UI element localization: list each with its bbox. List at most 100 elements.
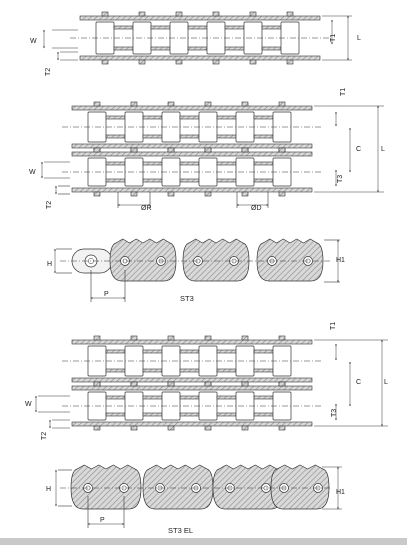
link-plate [142, 395, 163, 400]
link-plate [130, 335, 138, 341]
link-plate [93, 101, 101, 107]
link-plate [278, 425, 286, 431]
link-plate [142, 161, 163, 166]
link-plate [105, 412, 126, 417]
link-plate [278, 147, 286, 153]
link-plate [79, 55, 321, 61]
label-l: L [381, 146, 385, 153]
link-plate [278, 191, 286, 197]
link-plate [142, 134, 163, 139]
st3el-duplex-top-view: T1 C L T3 W T2 [25, 322, 388, 440]
link-plate [241, 101, 249, 107]
label-t3: T3 [331, 409, 338, 417]
duplex-chain-links [41, 101, 384, 208]
label-h1: H1 [336, 257, 345, 264]
label-p: P [104, 291, 109, 298]
toothed-plate [142, 464, 214, 510]
label-p: P [100, 517, 105, 524]
toothed-plate [270, 464, 330, 510]
link-plate [241, 335, 249, 341]
link-plate [286, 59, 294, 65]
link-plate [130, 101, 138, 107]
link-plate [130, 425, 138, 431]
link-plate [150, 25, 171, 30]
bottom-divider-bar [0, 538, 407, 545]
link-plate [261, 46, 282, 51]
link-plate [71, 421, 313, 427]
link-plate [204, 101, 212, 107]
simplex-chain-links [43, 11, 352, 65]
link-plate [204, 147, 212, 153]
link-plate [71, 187, 313, 193]
caption-st3: ST3 [180, 294, 194, 303]
label-h: H [47, 261, 52, 268]
link-plate [71, 143, 313, 149]
label-w: W [25, 401, 32, 408]
link-plate [142, 115, 163, 120]
link-plate [105, 115, 126, 120]
label-t1: T1 [330, 34, 337, 42]
label-l: L [357, 35, 361, 42]
link-plate [179, 368, 200, 373]
link-plate [216, 134, 237, 139]
link-plate [278, 381, 286, 387]
simplex-chain-top-view: W T2 T1 L [30, 11, 361, 76]
link-plate [286, 11, 294, 17]
toothed-plate [182, 238, 250, 282]
link-plate [79, 15, 321, 21]
link-plate [93, 335, 101, 341]
label-t2: T2 [46, 201, 53, 209]
link-plate [138, 11, 146, 17]
link-plate [253, 115, 274, 120]
link-plate [224, 46, 245, 51]
duplex-chain-links-2 [35, 335, 388, 431]
link-plate [179, 161, 200, 166]
link-plate [167, 191, 175, 197]
link-plate [204, 381, 212, 387]
link-plate [93, 147, 101, 153]
toothed-plate [109, 238, 177, 282]
link-plate [261, 25, 282, 30]
link-plate [167, 147, 175, 153]
toothed-plate [256, 238, 324, 282]
label-c: C [356, 146, 361, 153]
label-t2: T2 [45, 68, 52, 76]
link-plate [105, 178, 126, 183]
link-plate [241, 191, 249, 197]
link-plate [253, 134, 274, 139]
link-plate [150, 46, 171, 51]
link-plate [142, 349, 163, 354]
link-plate [187, 46, 208, 51]
label-l: L [384, 379, 388, 386]
link-plate [216, 368, 237, 373]
link-plate [179, 115, 200, 120]
link-plate [93, 381, 101, 387]
label-t2: T2 [41, 432, 48, 440]
label-w: W [29, 169, 36, 176]
link-plate [138, 59, 146, 65]
link-plate [175, 59, 183, 65]
link-plate [101, 59, 109, 65]
link-plate [105, 368, 126, 373]
link-plate [71, 105, 313, 111]
link-plate [249, 59, 257, 65]
link-plate [179, 412, 200, 417]
label-t1: T1 [330, 322, 337, 330]
label-h: H [46, 486, 51, 493]
link-plate [101, 11, 109, 17]
label-t1: T1 [340, 88, 347, 96]
link-plate [253, 349, 274, 354]
link-plate [204, 191, 212, 197]
link-plate [179, 395, 200, 400]
link-plate [105, 349, 126, 354]
link-plate [249, 11, 257, 17]
link-plate [253, 412, 274, 417]
caption-st3-el: ST3 EL [168, 526, 193, 535]
link-plate [253, 178, 274, 183]
link-plate [179, 178, 200, 183]
link-plate [105, 134, 126, 139]
link-plate [216, 349, 237, 354]
link-plate [71, 385, 313, 391]
toothed-plate [70, 464, 142, 510]
